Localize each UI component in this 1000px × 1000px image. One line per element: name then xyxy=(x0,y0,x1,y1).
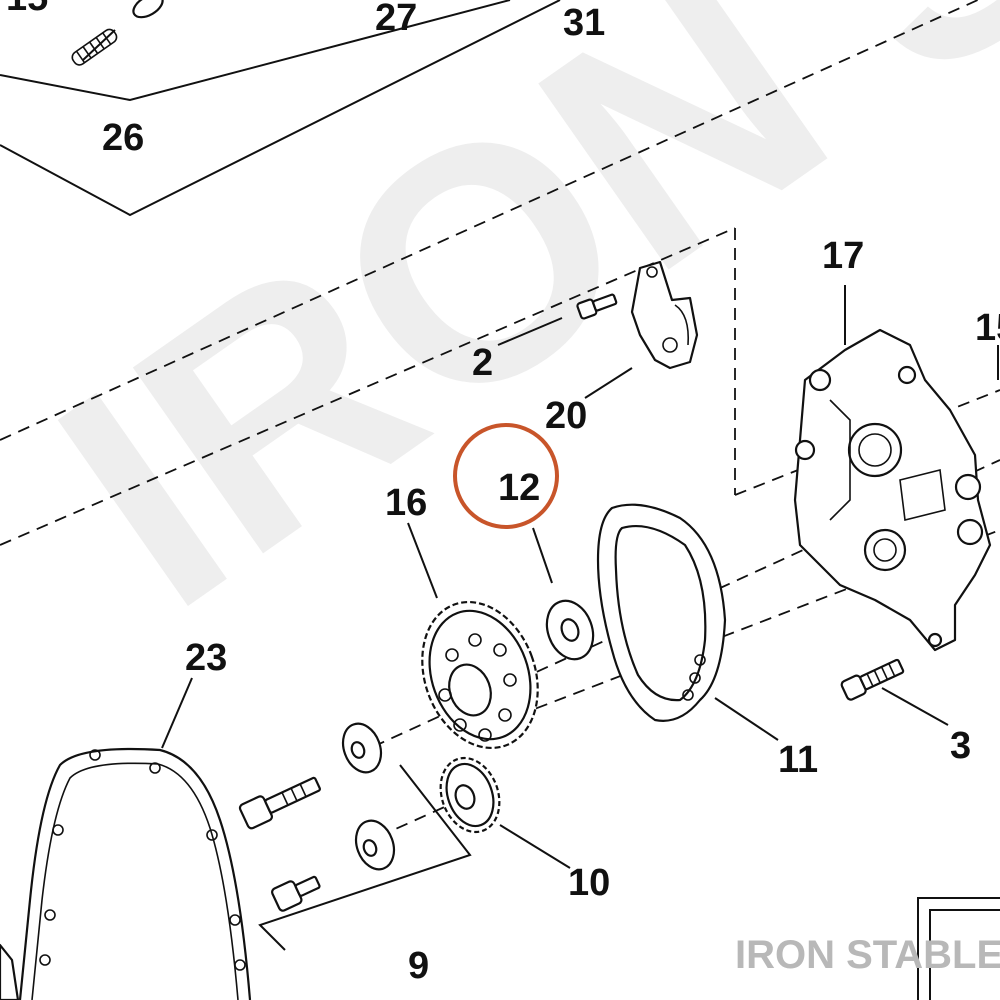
callout-31: 31 xyxy=(563,2,605,44)
leader-20 xyxy=(584,367,633,399)
tensioner-part-20 xyxy=(630,260,699,370)
callout-26: 26 xyxy=(102,117,144,159)
brand-label: IRON STABLE xyxy=(735,933,1000,977)
callout-15-right: 15 xyxy=(975,307,1000,349)
callout-12: 12 xyxy=(498,467,540,509)
leader-3 xyxy=(881,687,949,726)
gasket-part-23 xyxy=(18,747,252,1000)
leader-11 xyxy=(714,697,779,741)
inset-box xyxy=(917,897,1000,1000)
callout-16: 16 xyxy=(385,482,427,524)
callout-20: 20 xyxy=(545,395,587,437)
leader-10 xyxy=(499,824,571,869)
callout-leaders xyxy=(161,285,999,869)
spring-part xyxy=(71,28,118,66)
oil-pump-part-17 xyxy=(793,328,992,652)
callout-23: 23 xyxy=(185,637,227,679)
callout-labels: 15 27 31 26 17 15 2 20 12 16 23 3 11 10 … xyxy=(6,0,1000,987)
washers-part-9 xyxy=(341,722,396,871)
washer-part-12 xyxy=(545,599,595,661)
leader-23 xyxy=(161,677,193,749)
sprocket-part-10 xyxy=(439,756,501,834)
callout-2: 2 xyxy=(472,342,493,384)
callout-10: 10 xyxy=(568,862,610,904)
leader-12 xyxy=(532,527,553,584)
callout-27: 27 xyxy=(375,0,417,39)
upper-bracket-line-b xyxy=(0,0,561,217)
bolt-part-3 xyxy=(840,658,905,701)
part-9-bracket xyxy=(258,764,472,951)
leader-2 xyxy=(497,317,563,346)
leader-16 xyxy=(407,522,438,599)
highlight-circle xyxy=(453,423,559,529)
callout-17: 17 xyxy=(822,235,864,277)
boundary-line-upper xyxy=(0,0,980,441)
axis-line-drive xyxy=(359,799,461,846)
upper-group-bracket xyxy=(0,0,561,217)
boundary-line-middle xyxy=(0,227,736,546)
sprocket-part-16 xyxy=(421,600,539,750)
bolts-part-9 xyxy=(238,776,321,912)
callout-9: 9 xyxy=(408,945,429,987)
bolt-part-2 xyxy=(576,293,618,320)
chain-part-11 xyxy=(596,503,727,722)
callout-3: 3 xyxy=(950,725,971,767)
callout-15-top: 15 xyxy=(6,0,48,19)
plunger-part xyxy=(132,0,164,19)
upper-bracket-line-a xyxy=(0,0,511,102)
partial-part-left xyxy=(0,943,20,1000)
callout-11: 11 xyxy=(778,739,818,781)
